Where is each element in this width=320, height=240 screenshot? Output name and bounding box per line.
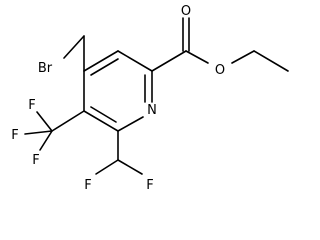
bromine-label: Br (38, 61, 53, 76)
nitrogen-label: N (147, 103, 157, 118)
chf2-fluorine-left-label: F (84, 178, 91, 193)
bond-n1-c2 (117, 116, 144, 132)
bond-c2-c3 (83, 110, 119, 132)
cf3-fluorine-left-label: F (11, 128, 18, 143)
chf2-fluorine-right-label: F (146, 178, 153, 193)
bond-c6-carbonyl (151, 50, 187, 72)
bond-ch2-br (63, 35, 85, 59)
bond-c4-c5 (83, 50, 119, 72)
ester-oxygen-label: O (215, 63, 225, 78)
bond-o-ch2 (231, 50, 255, 64)
bond-chf2-f-left (95, 159, 119, 175)
structure-svg: Br O O N F F F F F (11, 4, 289, 193)
bond-cf3-f-bottom (39, 130, 53, 151)
molecule-diagram: Br O O N F F F F F (11, 4, 289, 193)
bond-cf3-f-left (24, 130, 53, 135)
bond-c5-c6 (117, 50, 153, 72)
bond-c4-c5-inner (90, 58, 119, 76)
cf3-fluorine-bottom-label: F (32, 153, 39, 168)
bond-c2-c3-inner (90, 106, 117, 123)
bond-cf3-f-top (36, 111, 53, 132)
bond-ch2-ch3 (253, 50, 289, 72)
bond-c3-cf3 (51, 110, 85, 132)
bond-carbonyl-o-ester (185, 50, 209, 64)
bond-chf2-f-right (117, 159, 143, 175)
carbonyl-oxygen-label: O (181, 4, 191, 19)
cf3-fluorine-top-label: F (28, 98, 35, 113)
